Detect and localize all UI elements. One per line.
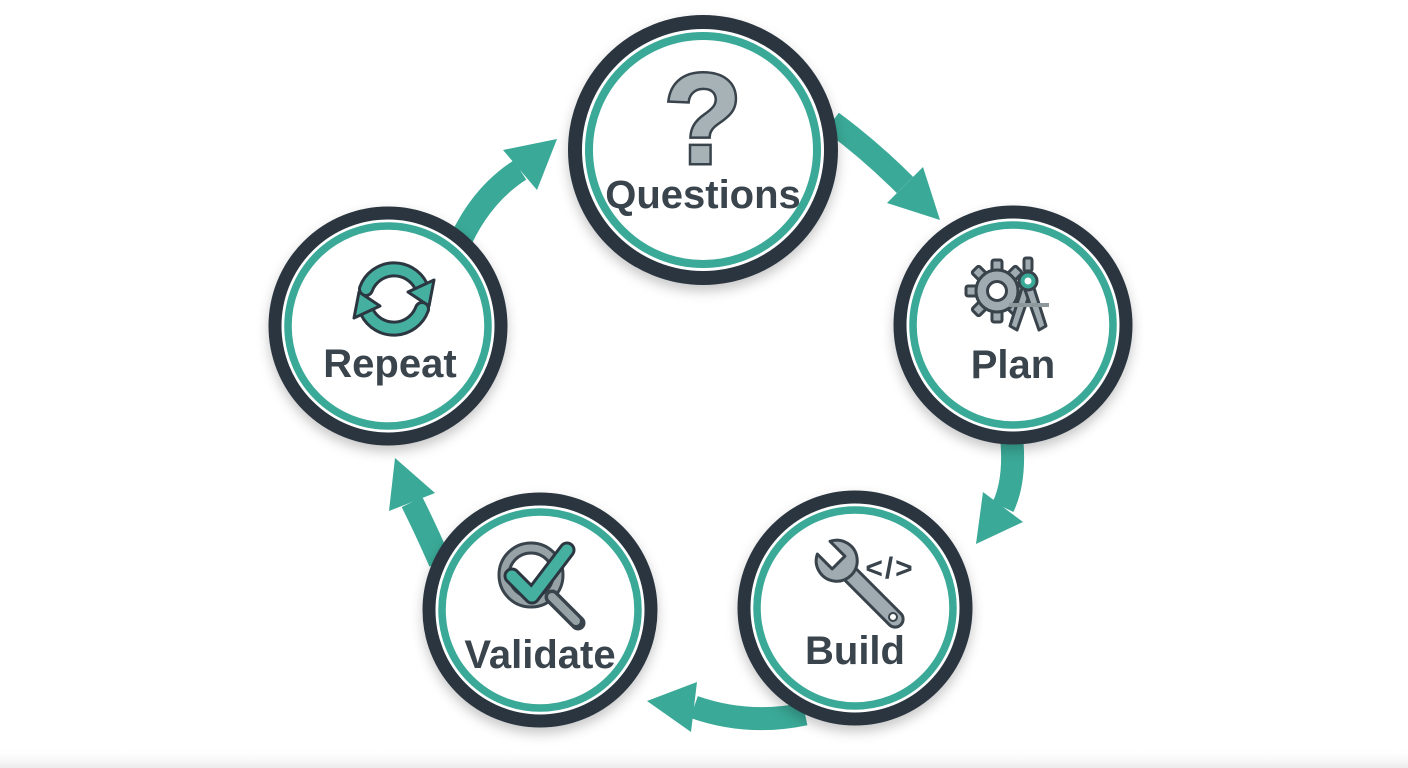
arrow-plan-to-build bbox=[976, 441, 1025, 544]
code-tag-icon: </> bbox=[865, 552, 914, 585]
node-outer-ring bbox=[568, 15, 838, 285]
compass-icon bbox=[1008, 256, 1049, 332]
node-inner-ring bbox=[438, 508, 642, 712]
node-build: </> Build bbox=[737, 490, 973, 726]
node-inner-ring bbox=[753, 506, 957, 710]
question-mark-icon: ? bbox=[664, 48, 742, 191]
node-questions: ? Questions bbox=[568, 15, 838, 285]
node-label-plan: Plan bbox=[971, 343, 1055, 387]
magnifier-checkmark-icon bbox=[497, 541, 586, 631]
node-validate: Validate bbox=[422, 492, 658, 728]
node-label-validate: Validate bbox=[464, 633, 615, 677]
node-plan: Plan bbox=[893, 205, 1133, 445]
gear-and-compass-icon bbox=[964, 256, 1049, 332]
arrow-build-to-validate bbox=[647, 682, 808, 732]
arrow-questions-to-plan bbox=[825, 112, 940, 220]
arrow-shaft bbox=[690, 696, 808, 731]
refresh-arrows-icon bbox=[352, 261, 436, 337]
arrow-validate-to-repeat bbox=[389, 458, 451, 567]
node-inner-ring bbox=[585, 32, 821, 268]
arrowhead-icon bbox=[389, 458, 435, 511]
arrowhead-icon bbox=[503, 139, 557, 190]
arrow-shaft bbox=[992, 441, 1025, 512]
arrow-shaft bbox=[401, 496, 451, 567]
node-label-questions: Questions bbox=[605, 173, 801, 217]
wrench-icon bbox=[814, 538, 905, 629]
arrowhead-icon bbox=[887, 167, 940, 220]
node-repeat: Repeat bbox=[268, 206, 508, 446]
bottom-fade bbox=[0, 748, 1408, 768]
node-label-repeat: Repeat bbox=[323, 342, 456, 386]
node-outer-ring bbox=[737, 490, 973, 726]
node-label-build: Build bbox=[805, 629, 905, 673]
node-outer-ring bbox=[422, 492, 658, 728]
arrow-shaft bbox=[825, 112, 914, 194]
arrowhead-icon bbox=[647, 682, 697, 732]
node-inner-ring bbox=[284, 222, 492, 430]
node-inner-ring bbox=[909, 221, 1117, 429]
arrowhead-icon bbox=[976, 492, 1023, 544]
